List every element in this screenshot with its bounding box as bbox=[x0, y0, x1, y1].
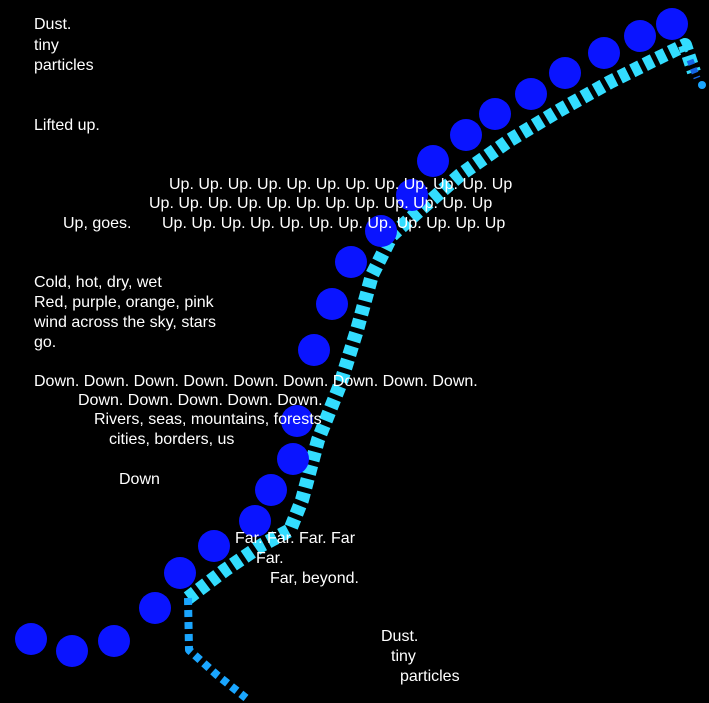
down-single-line: Down bbox=[119, 471, 160, 488]
particle-dot-8 bbox=[277, 443, 309, 475]
particle-dot-16 bbox=[450, 119, 482, 151]
particle-dot-0 bbox=[15, 623, 47, 655]
dust-top-line-3: particles bbox=[34, 57, 94, 74]
particle-dot-5 bbox=[198, 530, 230, 562]
dash-segment-tail bbox=[686, 58, 701, 80]
particle-dot-11 bbox=[316, 288, 348, 320]
up-row-2: Up. Up. Up. Up. Up. Up. Up. Up. Up. Up. … bbox=[149, 195, 493, 212]
particle-dot-21 bbox=[624, 20, 656, 52]
up-row-3: Up. Up. Up. Up. Up. Up. Up. Up. Up. Up. … bbox=[162, 215, 506, 232]
particle-dot-20 bbox=[588, 37, 620, 69]
dust-bottom-line-3: particles bbox=[400, 668, 460, 685]
particle-dot-2 bbox=[98, 625, 130, 657]
weather-line-2: Red, purple, orange, pink bbox=[34, 294, 214, 311]
down-row-1: Down. Down. Down. Down. Down. Down. Down… bbox=[34, 373, 478, 390]
particle-dot-22 bbox=[656, 8, 688, 40]
particle-dot-15 bbox=[417, 145, 449, 177]
particle-dot-9 bbox=[281, 405, 313, 437]
down-row-2: Down. Down. Down. Down. Down. bbox=[78, 392, 323, 409]
far-beyond-line: Far, beyond. bbox=[270, 570, 359, 587]
particle-dot-4 bbox=[164, 557, 196, 589]
particle-dot-12 bbox=[335, 246, 367, 278]
dash-segment-main bbox=[183, 38, 701, 604]
particle-dot-14 bbox=[396, 179, 428, 211]
particle-dot-10 bbox=[298, 334, 330, 366]
dash-trail bbox=[183, 38, 706, 702]
particle-dot-19 bbox=[549, 57, 581, 89]
lifted-line: Lifted up. bbox=[34, 117, 100, 134]
particle-dot-3 bbox=[139, 592, 171, 624]
earth-line-1: Rivers, seas, mountains, forests bbox=[94, 411, 322, 428]
dust-top-line-2: tiny bbox=[34, 37, 59, 54]
dust-top-line-1: Dust. bbox=[34, 16, 72, 33]
dust-bottom-line-2: tiny bbox=[391, 648, 416, 665]
particle-dot-7 bbox=[255, 474, 287, 506]
particle-dot-18 bbox=[515, 78, 547, 110]
far-row-1: Far. Far. Far. Far bbox=[235, 530, 356, 547]
weather-line-3: wind across the sky, stars bbox=[34, 314, 216, 331]
weather-line-1: Cold, hot, dry, wet bbox=[34, 274, 162, 291]
particle-dot-13 bbox=[365, 215, 397, 247]
weather-line-4: go. bbox=[34, 334, 57, 351]
earth-line-2: cities, borders, us bbox=[109, 431, 235, 448]
up-row-1: Up. Up. Up. Up. Up. Up. Up. Up. Up. Up. … bbox=[169, 176, 513, 193]
dash-segment-lower bbox=[184, 597, 249, 702]
up-goes-line: Up, goes. bbox=[63, 215, 132, 232]
particle-dot-17 bbox=[479, 98, 511, 130]
dot-trail bbox=[15, 8, 688, 667]
far-row-2: Far. bbox=[256, 550, 284, 567]
particle-dot-1 bbox=[56, 635, 88, 667]
particle-dot-6 bbox=[239, 505, 271, 537]
trail-end-dot bbox=[698, 81, 706, 89]
dust-bottom-line-1: Dust. bbox=[381, 628, 419, 645]
